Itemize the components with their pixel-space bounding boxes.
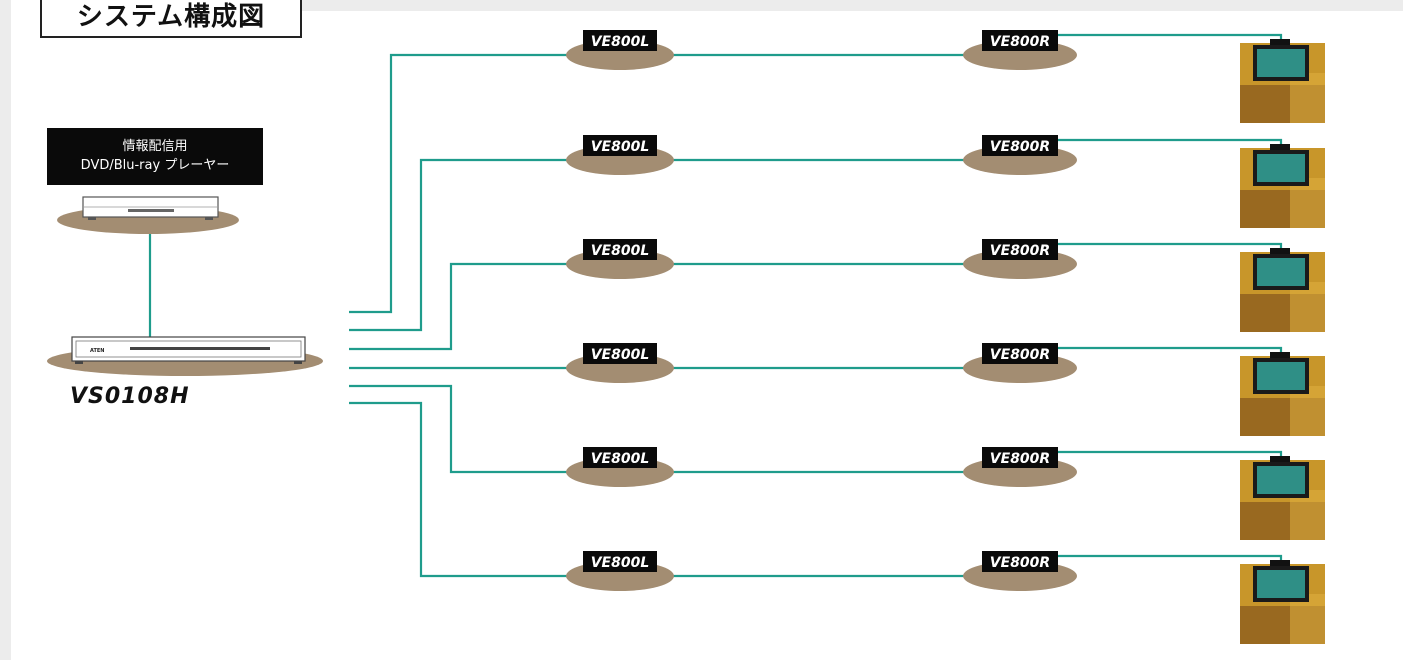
display-screen-icon: [1257, 154, 1305, 182]
transmitter-label-bg: [583, 447, 657, 468]
transmitter-label: VE800L: [591, 555, 650, 571]
switch-device-icon: [71, 336, 306, 364]
display-mount: [1270, 456, 1290, 462]
display-cable: [1050, 33, 1283, 43]
receiver-label-bg: [982, 239, 1058, 260]
switch-model-label: VS0108H: [70, 384, 190, 409]
receiver-label: VE800R: [990, 139, 1050, 155]
display-screen-icon: [1257, 570, 1305, 598]
switch-output-cable: [349, 53, 620, 314]
transmitter-label-bg: [583, 551, 657, 572]
transmitter-label-bg: [583, 343, 657, 364]
transmitter-label: VE800L: [591, 243, 650, 259]
switch-brand-label: ATEN: [90, 348, 105, 354]
frame-border-top: [300, 0, 1403, 11]
display-background-light: [1290, 73, 1325, 123]
receiver-label: VE800R: [990, 243, 1050, 259]
display-screen-icon: [1257, 466, 1305, 494]
display-mount: [1270, 144, 1290, 150]
display-background-light: [1290, 178, 1325, 228]
display-mount: [1270, 39, 1290, 45]
player-label: 情報配信用 DVD/Blu-ray プレーヤー: [47, 128, 263, 185]
display-screen-icon: [1257, 362, 1305, 390]
display-mount: [1270, 352, 1290, 358]
receiver-label-bg: [982, 343, 1058, 364]
receiver-label: VE800R: [990, 347, 1050, 363]
frame-border-left: [0, 0, 11, 660]
transmitter-label-bg: [583, 30, 657, 51]
display-background-light: [1290, 282, 1325, 332]
switch-output-cable: [349, 158, 620, 332]
receiver-label-bg: [982, 551, 1058, 572]
transmitter-label-bg: [583, 239, 657, 260]
receiver-label: VE800R: [990, 34, 1050, 50]
display-cable: [1050, 450, 1283, 460]
transmitter-label: VE800L: [591, 34, 650, 50]
receiver-label: VE800R: [990, 555, 1050, 571]
transmitter-label: VE800L: [591, 139, 650, 155]
transmitter-label: VE800L: [591, 451, 650, 467]
display-cable: [1050, 242, 1283, 252]
transmitter-label: VE800L: [591, 347, 650, 363]
display-screen-icon: [1257, 49, 1305, 77]
display-background-light: [1290, 386, 1325, 436]
display-cable: [1050, 554, 1283, 564]
display-background-light: [1290, 490, 1325, 540]
switch-output-cable: [349, 262, 620, 351]
transmitter-label-bg: [583, 135, 657, 156]
page-title: システム構成図: [40, 0, 302, 38]
player-device-icon: [82, 196, 219, 220]
player-label-line1: 情報配信用: [122, 139, 188, 154]
switch-output-cable: [349, 401, 620, 578]
display-mount: [1270, 248, 1290, 254]
display-screen-icon: [1257, 258, 1305, 286]
display-background-light: [1290, 594, 1325, 644]
display-cable: [1050, 138, 1283, 148]
player-label-line2: DVD/Blu-ray プレーヤー: [80, 158, 230, 173]
switch-output-cable: [349, 384, 620, 474]
receiver-label-bg: [982, 30, 1058, 51]
receiver-label-bg: [982, 447, 1058, 468]
display-cable: [1050, 346, 1283, 356]
receiver-label: VE800R: [990, 451, 1050, 467]
receiver-label-bg: [982, 135, 1058, 156]
display-mount: [1270, 560, 1290, 566]
